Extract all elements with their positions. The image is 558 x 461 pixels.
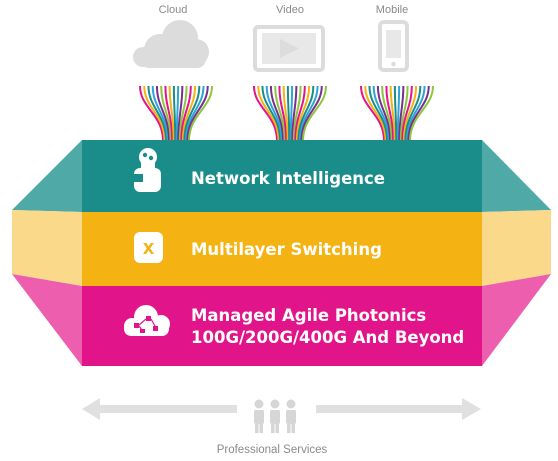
mobile-phone-icon	[378, 20, 409, 72]
fiber-strand	[164, 85, 174, 142]
layer-label-photonics-line-2: 100G/200G/400G And Beyond	[191, 328, 464, 347]
fiber-strand	[278, 85, 288, 142]
layer-photonics-left-side	[12, 274, 82, 366]
fiber-strand	[381, 85, 393, 142]
fiber-bundles	[139, 85, 434, 142]
fiber-strand	[364, 85, 387, 142]
photonic-network-cloud-icon	[124, 305, 170, 336]
fiber-strand	[292, 85, 302, 142]
fiber-strand	[181, 85, 197, 142]
fiber-strand	[282, 85, 289, 142]
professional-services-arrow	[82, 398, 481, 420]
fiber-strand	[389, 85, 396, 142]
layer-network-intelligence-left-side	[12, 140, 82, 212]
fiber-strand	[302, 85, 327, 142]
people-group-icon	[254, 399, 296, 433]
fiber-strand	[139, 85, 164, 142]
layer-label-photonics-line-1: Managed Agile Photonics	[191, 306, 426, 325]
fiber-strand	[300, 85, 323, 142]
source-label-cloud: Cloud	[159, 4, 188, 16]
fiber-strand	[407, 85, 430, 142]
fiber-strand	[168, 85, 175, 142]
svg-text:X: X	[143, 240, 155, 258]
fiber-strand	[265, 85, 283, 142]
fiber-strand	[155, 85, 171, 142]
fiber-strand	[291, 85, 298, 142]
fiber-strand	[177, 85, 184, 142]
cloud-icon	[133, 20, 209, 68]
fiber-strand	[186, 85, 209, 142]
fiber-strand	[184, 85, 205, 142]
fiber-strand	[297, 85, 315, 142]
fiber-strand	[188, 85, 213, 142]
source-label-video: Video	[276, 4, 304, 16]
fiber-strand	[372, 85, 390, 142]
robot-icon	[134, 148, 161, 192]
arrow-right-head	[462, 398, 481, 420]
switch-x-icon: X	[134, 232, 163, 263]
fiber-strand	[289, 85, 294, 142]
fiber-strand	[147, 85, 168, 142]
fiber-strand	[178, 85, 188, 142]
layer-label-multilayer-switching: Multilayer Switching	[191, 240, 382, 259]
fiber-strand	[396, 85, 401, 142]
fiber-strand	[160, 85, 172, 142]
fiber-strand	[393, 85, 398, 142]
layer-photonics-right-side	[482, 274, 551, 366]
fiber-strand	[385, 85, 395, 142]
fiber-strand	[269, 85, 285, 142]
fiber-strand	[402, 85, 418, 142]
fiber-strand	[183, 85, 201, 142]
fiber-strand	[295, 85, 311, 142]
fiber-strand	[257, 85, 280, 142]
layer-network-intelligence-right-side	[482, 140, 551, 212]
fiber-strand	[409, 85, 434, 142]
fiber-strand	[172, 85, 177, 142]
source-label-mobile: Mobile	[376, 4, 408, 16]
fiber-strand	[298, 85, 319, 142]
fiber-strand	[360, 85, 385, 142]
fiber-strand	[253, 85, 278, 142]
layer-multilayer-switching-right-side	[482, 210, 551, 286]
fiber-strand	[261, 85, 282, 142]
arrow-left-head	[82, 398, 100, 420]
fiber-strand	[180, 85, 192, 142]
fiber-strand	[404, 85, 422, 142]
fiber-strand	[175, 85, 180, 142]
fiber-strand	[399, 85, 409, 142]
fiber-strand	[143, 85, 166, 142]
fiber-strand	[274, 85, 286, 142]
layer-multilayer-switching-left-side	[12, 210, 82, 286]
fiber-strand	[286, 85, 291, 142]
video-player-icon	[253, 25, 325, 72]
fiber-strand	[401, 85, 413, 142]
fiber-strand	[405, 85, 426, 142]
fiber-strand	[294, 85, 306, 142]
layer-label-network-intelligence: Network Intelligence	[191, 169, 385, 188]
fiber-strand	[398, 85, 405, 142]
fiber-strand	[376, 85, 392, 142]
fiber-strand	[368, 85, 389, 142]
professional-services-label: Professional Services	[217, 444, 328, 456]
fiber-strand	[151, 85, 169, 142]
